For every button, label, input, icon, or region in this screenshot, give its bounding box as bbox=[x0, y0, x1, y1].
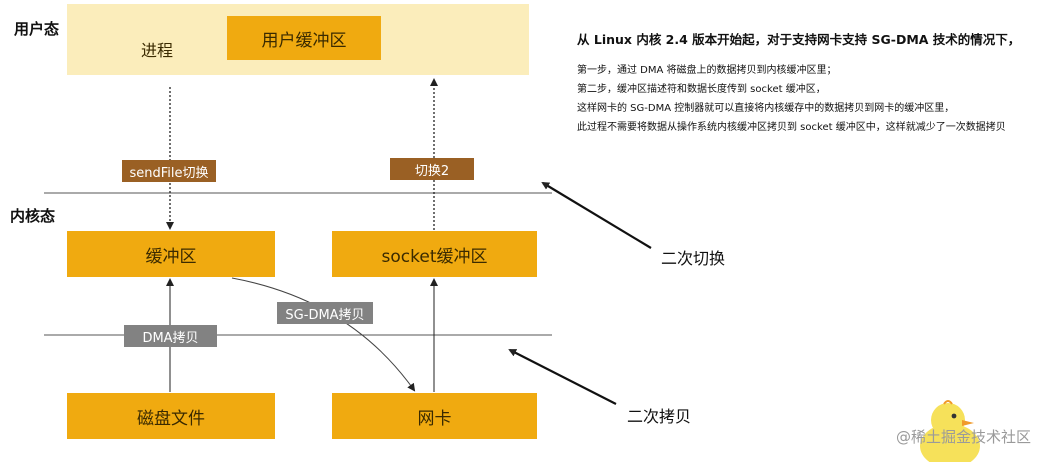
switch-2-tag: 切换2 bbox=[390, 158, 474, 180]
kernel-buffer-box: 缓冲区 bbox=[67, 231, 275, 277]
sendfile-switch-tag: sendFile切换 bbox=[122, 160, 216, 182]
notes-title: 从 Linux 内核 2.4 版本开始起，对于支持网卡支持 SG-DMA 技术的… bbox=[577, 32, 1021, 47]
process-label: 进程 bbox=[141, 41, 174, 60]
nic-box: 网卡 bbox=[332, 393, 537, 439]
socket-buffer-box: socket缓冲区 bbox=[332, 231, 537, 277]
user-buffer-box: 用户缓冲区 bbox=[227, 16, 381, 60]
kernel-space-label: 内核态 bbox=[10, 207, 56, 225]
second-copy-label: 二次拷贝 bbox=[627, 407, 692, 426]
disk-file-box: 磁盘文件 bbox=[67, 393, 275, 439]
watermark: @稀土掘金技术社区 bbox=[896, 428, 1032, 446]
second-switch-pointer bbox=[541, 181, 652, 249]
second-switch-label: 二次切换 bbox=[661, 249, 726, 268]
notes-line-3: 这样网卡的 SG-DMA 控制器就可以直接将内核缓存中的数据拷贝到网卡的缓冲区里… bbox=[577, 103, 955, 114]
mascot-chick-icon bbox=[920, 400, 980, 462]
sg-dma-copy-tag: SG-DMA拷贝 bbox=[277, 302, 373, 324]
notes-line-1: 第一步，通过 DMA 将磁盘上的数据拷贝到内核缓冲区里； bbox=[577, 65, 837, 76]
dma-copy-tag: DMA拷贝 bbox=[124, 325, 217, 347]
explanation-notes: 从 Linux 内核 2.4 版本开始起，对于支持网卡支持 SG-DMA 技术的… bbox=[577, 30, 1057, 137]
notes-line-2: 第二步，缓冲区描述符和数据长度传到 socket 缓冲区， bbox=[577, 84, 826, 95]
second-copy-pointer bbox=[508, 349, 617, 405]
sg-dma-copy-arrow bbox=[231, 277, 416, 392]
notes-line-4: 此过程不需要将数据从操作系统内核缓冲区拷贝到 socket 缓冲区中，这样就减少… bbox=[577, 122, 1006, 133]
user-space-label: 用户态 bbox=[14, 20, 60, 38]
